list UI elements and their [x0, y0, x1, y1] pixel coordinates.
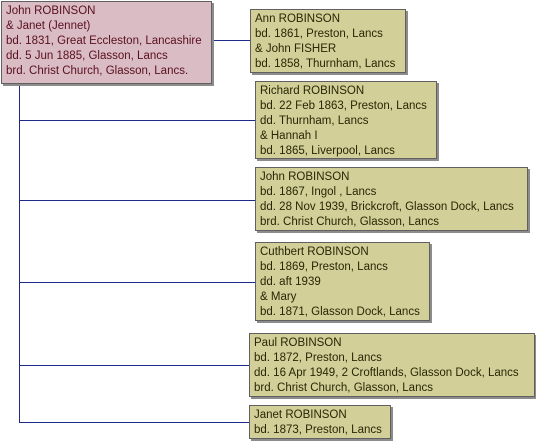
connector-john	[19, 200, 255, 201]
root-spouse: & Janet (Jennet)	[6, 20, 91, 32]
child-burial: brd. Christ Church, Glasson, Lancs	[254, 382, 433, 394]
connector-paul	[19, 365, 249, 366]
child-death: dd. Thurnham, Lancs	[260, 115, 369, 127]
child-spouse: & Mary	[260, 291, 297, 303]
child-birth: bd. 1872, Preston, Lancs	[254, 352, 382, 364]
child-name: John ROBINSON	[260, 171, 350, 183]
child-death: dd. 28 Nov 1939, Brickcroft, Glasson Doc…	[260, 201, 514, 213]
child-box-john[interactable]: John ROBINSON bd. 1867, Ingol , Lancs dd…	[255, 167, 528, 231]
root-birth: bd. 1831, Great Eccleston, Lancashire	[6, 35, 202, 47]
child-name: Cuthbert ROBINSON	[260, 246, 369, 258]
child-birth: bd. 1869, Preston, Lancs	[260, 261, 388, 273]
child-box-janet[interactable]: Janet ROBINSON bd. 1873, Preston, Lancs	[249, 405, 391, 439]
child-spouse-birth: bd. 1871, Glasson Dock, Lancs	[260, 306, 420, 318]
child-name: Richard ROBINSON	[260, 85, 365, 97]
child-name: Ann ROBINSON	[255, 13, 340, 25]
child-burial: brd. Christ Church, Glasson, Lancs	[260, 216, 439, 228]
root-death: dd. 5 Jun 1885, Glasson, Lancs	[6, 50, 168, 62]
child-birth: bd. 22 Feb 1863, Preston, Lancs	[260, 100, 427, 112]
child-death: dd. 16 Apr 1949, 2 Croftlands, Glasson D…	[254, 367, 519, 379]
root-name: John ROBINSON	[6, 5, 96, 17]
child-box-richard[interactable]: Richard ROBINSON bd. 22 Feb 1863, Presto…	[255, 81, 437, 159]
child-spouse: & John FISHER	[255, 43, 337, 55]
connector-richard	[19, 120, 255, 121]
connector-janet	[19, 422, 249, 423]
root-person-box[interactable]: John ROBINSON & Janet (Jennet) bd. 1831,…	[1, 1, 212, 84]
child-birth: bd. 1861, Preston, Lancs	[255, 28, 383, 40]
child-birth: bd. 1873, Preston, Lancs	[254, 424, 382, 436]
child-birth: bd. 1867, Ingol , Lancs	[260, 186, 377, 198]
connector-trunk	[19, 84, 20, 423]
root-burial: brd. Christ Church, Glasson, Lancs.	[6, 65, 189, 77]
child-death: dd. aft 1939	[260, 276, 321, 288]
connector-root-to-ann	[212, 40, 250, 41]
child-box-cuthbert[interactable]: Cuthbert ROBINSON bd. 1869, Preston, Lan…	[255, 242, 430, 321]
connector-cuthbert	[19, 282, 255, 283]
child-name: Paul ROBINSON	[254, 337, 342, 349]
child-box-paul[interactable]: Paul ROBINSON bd. 1872, Preston, Lancs d…	[249, 333, 535, 397]
child-name: Janet ROBINSON	[254, 409, 347, 421]
child-spouse-birth: bd. 1865, Liverpool, Lancs	[260, 145, 395, 157]
child-spouse-birth: bd. 1858, Thurnham, Lancs	[255, 58, 396, 70]
child-spouse: & Hannah I	[260, 130, 318, 142]
child-box-ann[interactable]: Ann ROBINSON bd. 1861, Preston, Lancs & …	[250, 9, 406, 73]
